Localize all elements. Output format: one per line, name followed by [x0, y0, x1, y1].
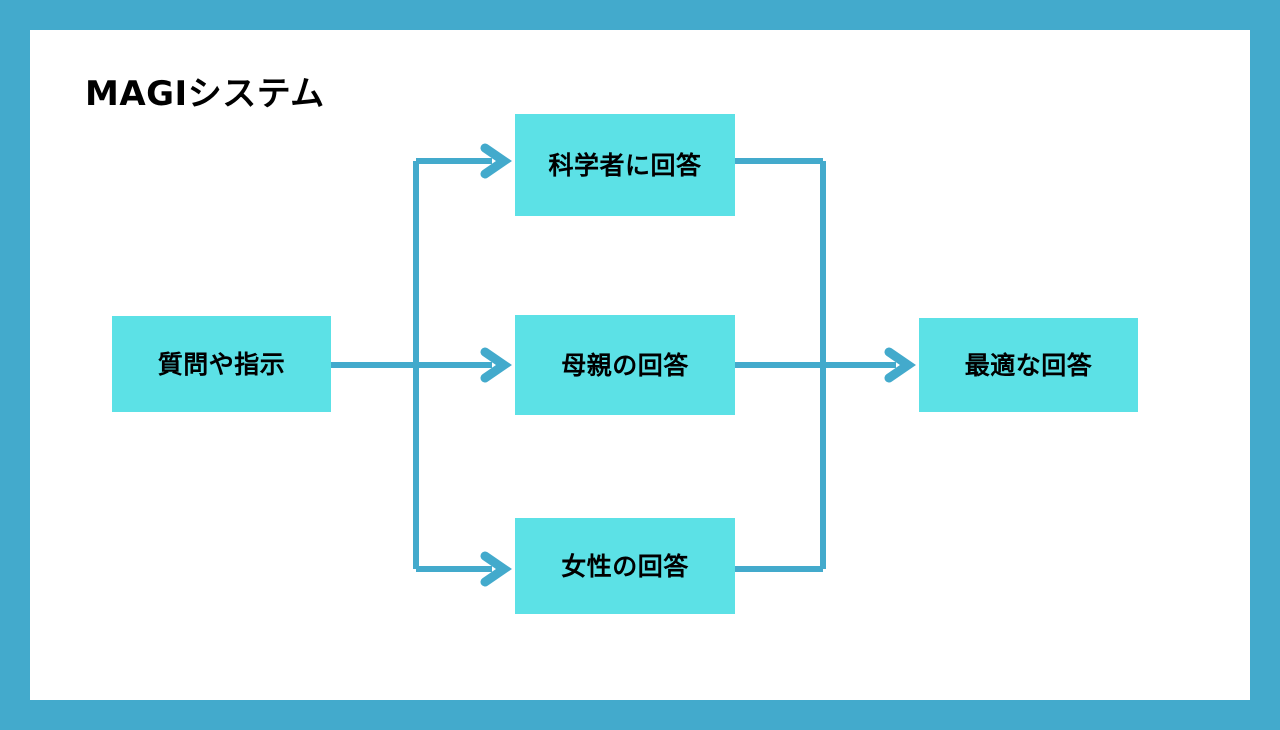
arrowhead-female: [480, 551, 512, 587]
node-output[interactable]: 最適な回答: [919, 318, 1138, 412]
node-output-label: 最適な回答: [964, 350, 1093, 380]
node-scientist[interactable]: 科学者に回答: [515, 114, 735, 216]
node-mother-label: 母親の回答: [561, 350, 689, 380]
page-title: MAGIシステム: [85, 74, 325, 114]
slide-canvas: MAGIシステム: [30, 30, 1250, 700]
arrowhead-output: [884, 347, 916, 383]
node-female-label: 女性の回答: [561, 551, 689, 581]
node-scientist-label: 科学者に回答: [548, 150, 702, 180]
node-input-label: 質問や指示: [157, 349, 286, 379]
arrowhead-scientist: [480, 143, 512, 179]
node-mother[interactable]: 母親の回答: [515, 315, 735, 415]
arrowhead-mother: [480, 347, 512, 383]
node-female[interactable]: 女性の回答: [515, 518, 735, 614]
node-input[interactable]: 質問や指示: [112, 316, 331, 412]
